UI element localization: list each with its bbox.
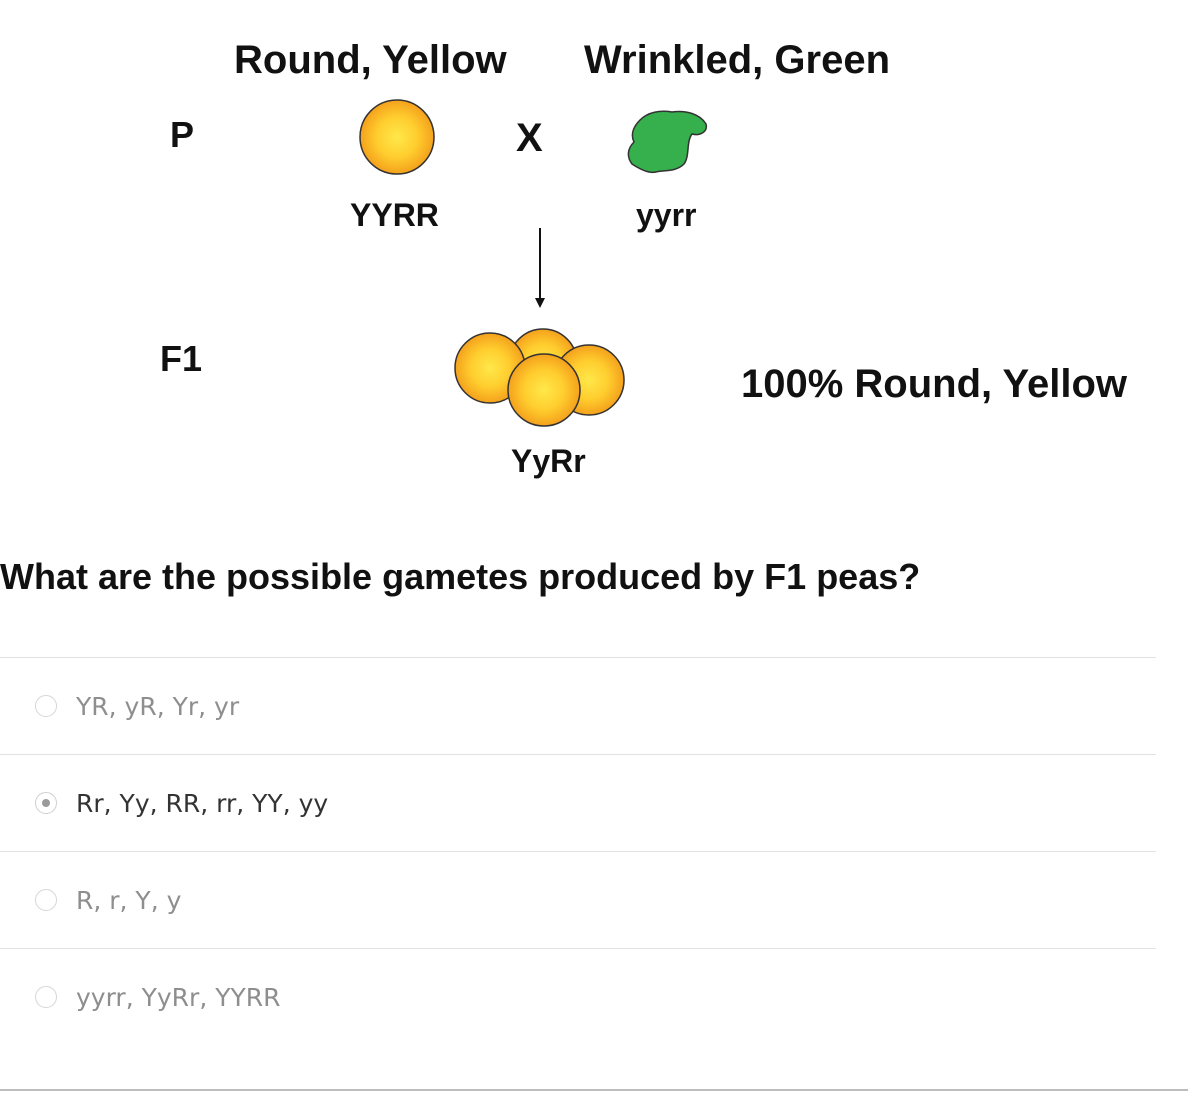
f1-generation-label: F1 <box>160 338 203 379</box>
answer-option-label: Rr, Yy, RR, rr, YY, yy <box>76 789 329 818</box>
f1-result-text: 100% Round, Yellow <box>741 362 1128 406</box>
radio-button[interactable] <box>35 695 57 717</box>
f1-peas-icon <box>454 328 625 427</box>
parent2-genotype: yyrr <box>636 197 697 233</box>
diagram-graphics <box>359 99 708 427</box>
arrow-head <box>535 298 545 308</box>
question-text: What are the possible gametes produced b… <box>0 556 921 597</box>
answer-option-label: YR, yR, Yr, yr <box>76 692 240 721</box>
answer-options: YR, yR, Yr, yr Rr, Yy, RR, rr, YY, yy R,… <box>0 657 1156 1045</box>
p-generation-label: P <box>170 114 195 155</box>
parent1-genotype: YYRR <box>350 197 439 233</box>
wrinkled-green-pea-icon <box>627 110 708 174</box>
cross-symbol: X <box>516 116 543 160</box>
f1-genotype: YyRr <box>511 443 586 479</box>
parent2-phenotype: Wrinkled, Green <box>584 38 891 82</box>
bottom-divider <box>0 1089 1188 1091</box>
answer-option-3[interactable]: R, r, Y, y <box>0 851 1156 948</box>
radio-button-selected[interactable] <box>35 792 57 814</box>
answer-option-2[interactable]: Rr, Yy, RR, rr, YY, yy <box>0 754 1156 851</box>
answer-option-label: yyrr, YyRr, YYRR <box>76 983 281 1012</box>
answer-option-4[interactable]: yyrr, YyRr, YYRR <box>0 948 1156 1045</box>
answer-option-label: R, r, Y, y <box>76 886 182 915</box>
radio-button[interactable] <box>35 889 57 911</box>
round-yellow-pea-icon <box>359 99 435 175</box>
parent1-phenotype: Round, Yellow <box>234 38 507 82</box>
answer-option-1[interactable]: YR, yR, Yr, yr <box>0 657 1156 754</box>
punnett-diagram: Round, Yellow Wrinkled, Green P X YYRR y… <box>0 0 1188 520</box>
radio-button[interactable] <box>35 986 57 1008</box>
